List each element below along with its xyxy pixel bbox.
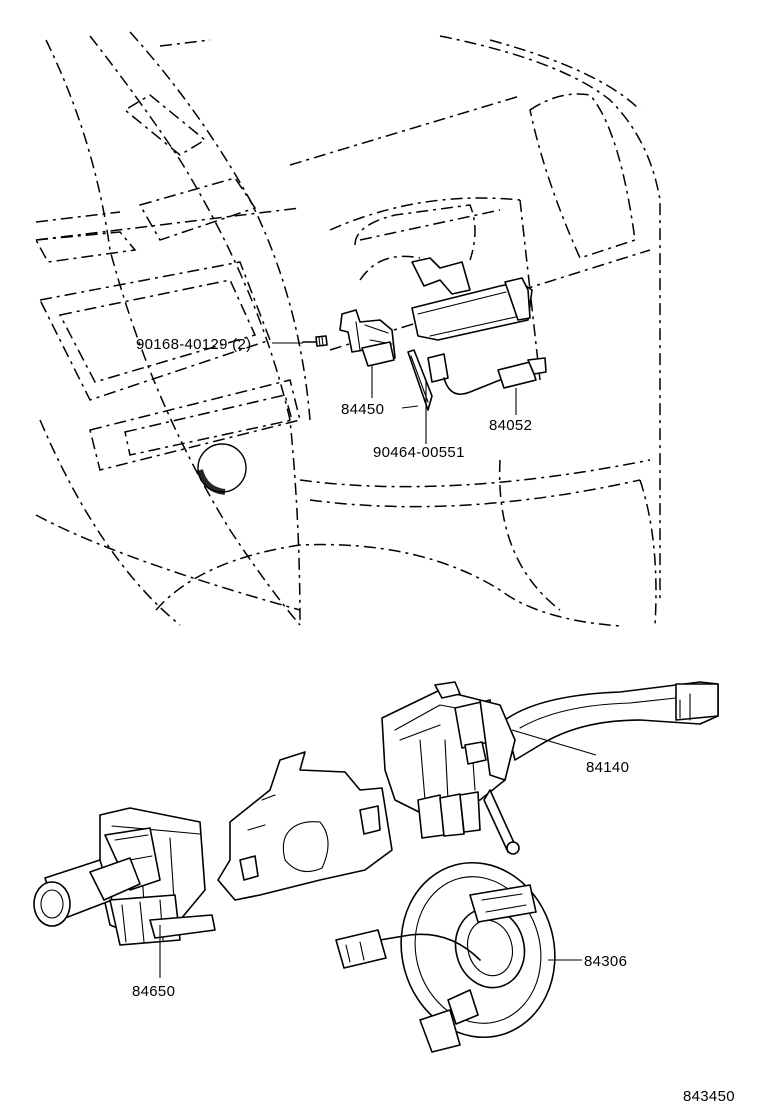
screw-part xyxy=(302,335,328,347)
turn-switch-part xyxy=(381,681,719,855)
spiral-cable-part xyxy=(335,861,556,1053)
label-wire: 84052 xyxy=(489,417,532,434)
drawing-number: 843450 xyxy=(683,1088,735,1105)
switch-plate-part xyxy=(217,751,393,901)
leader-lines xyxy=(159,342,597,978)
label-spiral-cable: 84306 xyxy=(584,953,627,970)
bracket-part xyxy=(339,309,396,367)
label-wiper-switch: 84650 xyxy=(132,983,175,1000)
upper-cover-part xyxy=(411,257,533,341)
wire-harness-part xyxy=(427,353,547,395)
label-bracket: 84450 xyxy=(341,401,384,418)
label-clip: 90464-00551 xyxy=(373,444,465,461)
wiper-switch-part xyxy=(33,807,216,946)
label-screw: 90168-40129 (2) xyxy=(136,336,251,353)
label-turn-switch: 84140 xyxy=(586,759,629,776)
